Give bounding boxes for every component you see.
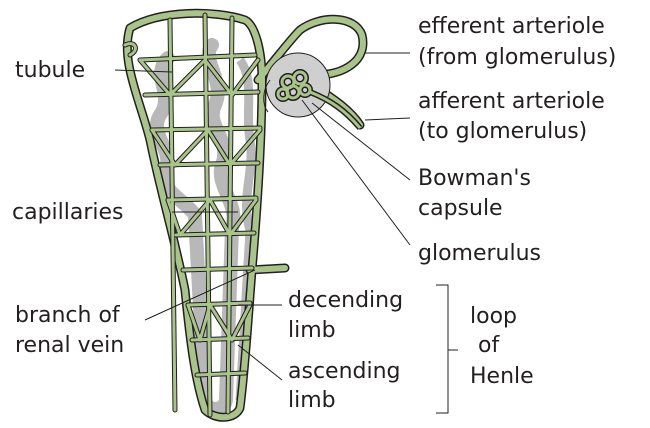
label-ascending-line2: limb	[288, 388, 336, 413]
afferent-leader	[365, 118, 410, 120]
label-descending-line1: decending	[288, 288, 403, 313]
loop-bracket	[436, 285, 458, 413]
label-tubule: tubule	[15, 58, 85, 83]
label-ascending-line1: ascending	[288, 359, 401, 384]
label-capillaries: capillaries	[12, 200, 124, 225]
label-bowman-line2: capsule	[418, 196, 503, 221]
label-loop-line2: of	[478, 333, 500, 358]
label-branch-line2: renal vein	[15, 333, 124, 358]
label-loop-line1: loop	[470, 304, 517, 329]
bowman-leader	[312, 103, 410, 180]
label-efferent-line2: (from glomerulus)	[418, 45, 616, 70]
label-afferent-line1: afferent arteriole	[418, 89, 605, 114]
label-loop-line3: Henle	[470, 364, 534, 389]
label-afferent-line2: (to glomerulus)	[418, 119, 587, 144]
label-descending-line2: limb	[288, 318, 336, 343]
label-branch-line1: branch of	[15, 303, 121, 328]
label-efferent-line1: efferent arteriole	[418, 14, 605, 39]
label-bowman-line1: Bowman's	[418, 166, 531, 191]
label-glomerulus: glomerulus	[418, 241, 541, 266]
